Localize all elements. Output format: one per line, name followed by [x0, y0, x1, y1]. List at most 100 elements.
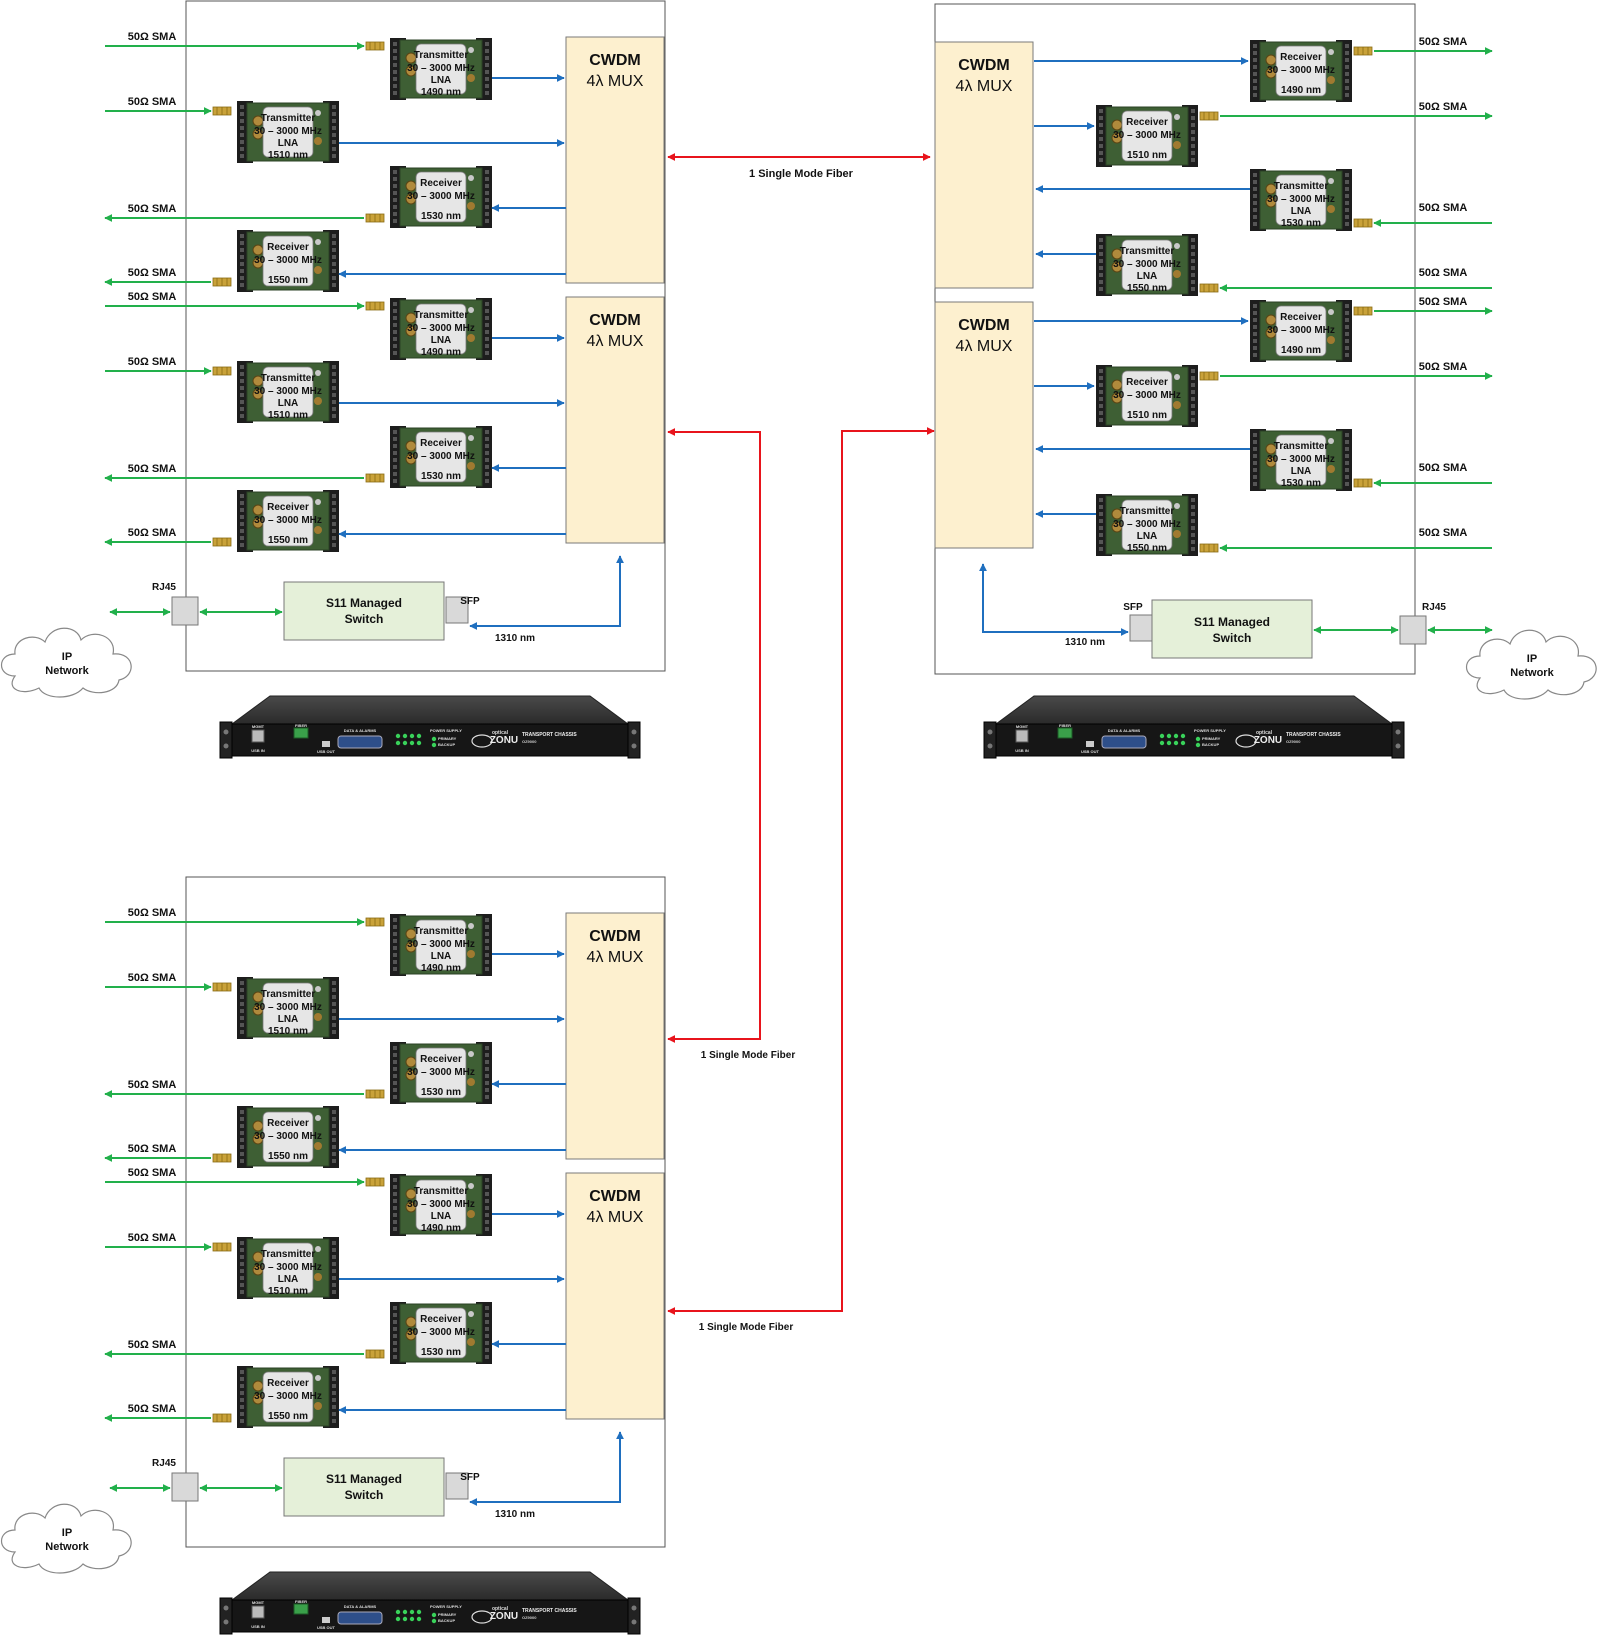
module-pin	[1253, 325, 1257, 329]
module-port-icon	[1173, 270, 1181, 278]
module-pin	[1345, 433, 1349, 437]
module-pin	[485, 302, 489, 306]
module-pin	[240, 248, 244, 252]
module-pin	[1191, 533, 1195, 537]
fiber-label: 1 Single Mode Fiber	[699, 1322, 794, 1333]
module-pin	[332, 119, 336, 123]
module-lna-label: LNA	[278, 1014, 299, 1025]
module-pin	[240, 126, 244, 130]
module-pin	[485, 177, 489, 181]
module-pin	[240, 1145, 244, 1149]
module-type-label: Transmitter	[414, 50, 469, 61]
module-pin	[332, 1290, 336, 1294]
module-pin	[393, 91, 397, 95]
module-wavelength-label: 1490 nm	[421, 347, 461, 358]
chassis-screw-icon	[1395, 729, 1401, 735]
module-pin	[332, 1391, 336, 1395]
module-port-icon	[405, 1316, 417, 1328]
module-pin	[1191, 109, 1195, 113]
module-pin	[240, 1405, 244, 1409]
module-led-icon	[315, 239, 321, 245]
sma-connector-icon	[1353, 218, 1373, 228]
module-pin	[332, 543, 336, 547]
module-pin	[1253, 222, 1257, 226]
module-pin	[393, 430, 397, 434]
chassis-logo-icon	[471, 734, 493, 748]
sma-label: 50Ω SMA	[128, 31, 177, 43]
module-pin	[332, 1009, 336, 1013]
module-pin	[332, 1276, 336, 1280]
module-pin	[240, 543, 244, 547]
module-pin	[1191, 505, 1195, 509]
module-label-plate	[1121, 239, 1173, 291]
module-pin	[1345, 44, 1349, 48]
sma-label: 50Ω SMA	[128, 972, 177, 984]
module-band-label: 30 – 3000 MHz	[1113, 390, 1181, 401]
rj45-port	[1399, 615, 1427, 645]
module-pin	[393, 70, 397, 74]
module-pin	[485, 1341, 489, 1345]
module-pin	[393, 967, 397, 971]
module-pin	[485, 458, 489, 462]
module-band-label: 30 – 3000 MHz	[1267, 65, 1335, 76]
module-led-icon	[315, 499, 321, 505]
fiber-link-arrow	[667, 427, 935, 1315]
chassis-model-label: OZ9000	[1286, 739, 1301, 744]
module-pin	[1099, 383, 1103, 387]
module-pin	[393, 1053, 397, 1057]
chassis-led-icon	[1173, 740, 1179, 746]
module-pin	[485, 1227, 489, 1231]
sma-connector-icon	[365, 473, 385, 483]
module-pin	[393, 437, 397, 441]
module-band-label: 30 – 3000 MHz	[254, 255, 322, 266]
module-label-plate	[415, 1307, 467, 1359]
module-pin	[485, 63, 489, 67]
module-port-icon	[405, 1056, 417, 1068]
chassis-led-icon	[1195, 736, 1201, 742]
module-pin	[332, 1152, 336, 1156]
module-pin	[332, 407, 336, 411]
module-port-icon	[467, 1338, 475, 1346]
cwdm-mux-box	[934, 301, 1034, 549]
module-pin	[485, 49, 489, 53]
module-pin	[485, 191, 489, 195]
module-wavelength-label: 1510 nm	[268, 410, 308, 421]
module-pin	[393, 1185, 397, 1189]
module-label-plate	[1275, 45, 1327, 97]
chassis-rack-ear	[627, 721, 641, 759]
module-pin	[1099, 109, 1103, 113]
module-pin	[485, 1306, 489, 1310]
module-pin	[332, 1248, 336, 1252]
module-pin	[332, 269, 336, 273]
sfp-port	[445, 596, 469, 624]
chassis-primary-label: PRIMARY	[438, 1612, 457, 1617]
chassis-mgmt-label: MGMT	[1016, 724, 1029, 729]
module-port-icon	[314, 1013, 322, 1021]
cwdm-mux-box	[565, 36, 665, 284]
module-pin	[485, 1213, 489, 1217]
chassis-led-icon	[1159, 733, 1165, 739]
chassis-led-icon	[395, 733, 401, 739]
module-pin	[393, 344, 397, 348]
module-wavelength-label: 1530 nm	[421, 471, 461, 482]
managed-switch-box	[283, 1457, 445, 1517]
module-pin	[485, 351, 489, 355]
chassis-data-alarms-label: DATA & ALARMS	[344, 1604, 377, 1609]
module-pin	[332, 1269, 336, 1273]
module-led-icon	[1174, 243, 1180, 249]
module-pin	[393, 1081, 397, 1085]
module-label-plate	[1121, 499, 1173, 551]
module-pin	[393, 1220, 397, 1224]
fiber-link-arrow	[667, 428, 761, 1043]
module-pin	[393, 337, 397, 341]
module-led-icon	[1328, 309, 1334, 315]
module-pin	[1253, 72, 1257, 76]
module-pin	[485, 953, 489, 957]
module-port-icon	[1173, 141, 1181, 149]
chassis-brand-small-label: optical	[492, 1606, 509, 1612]
